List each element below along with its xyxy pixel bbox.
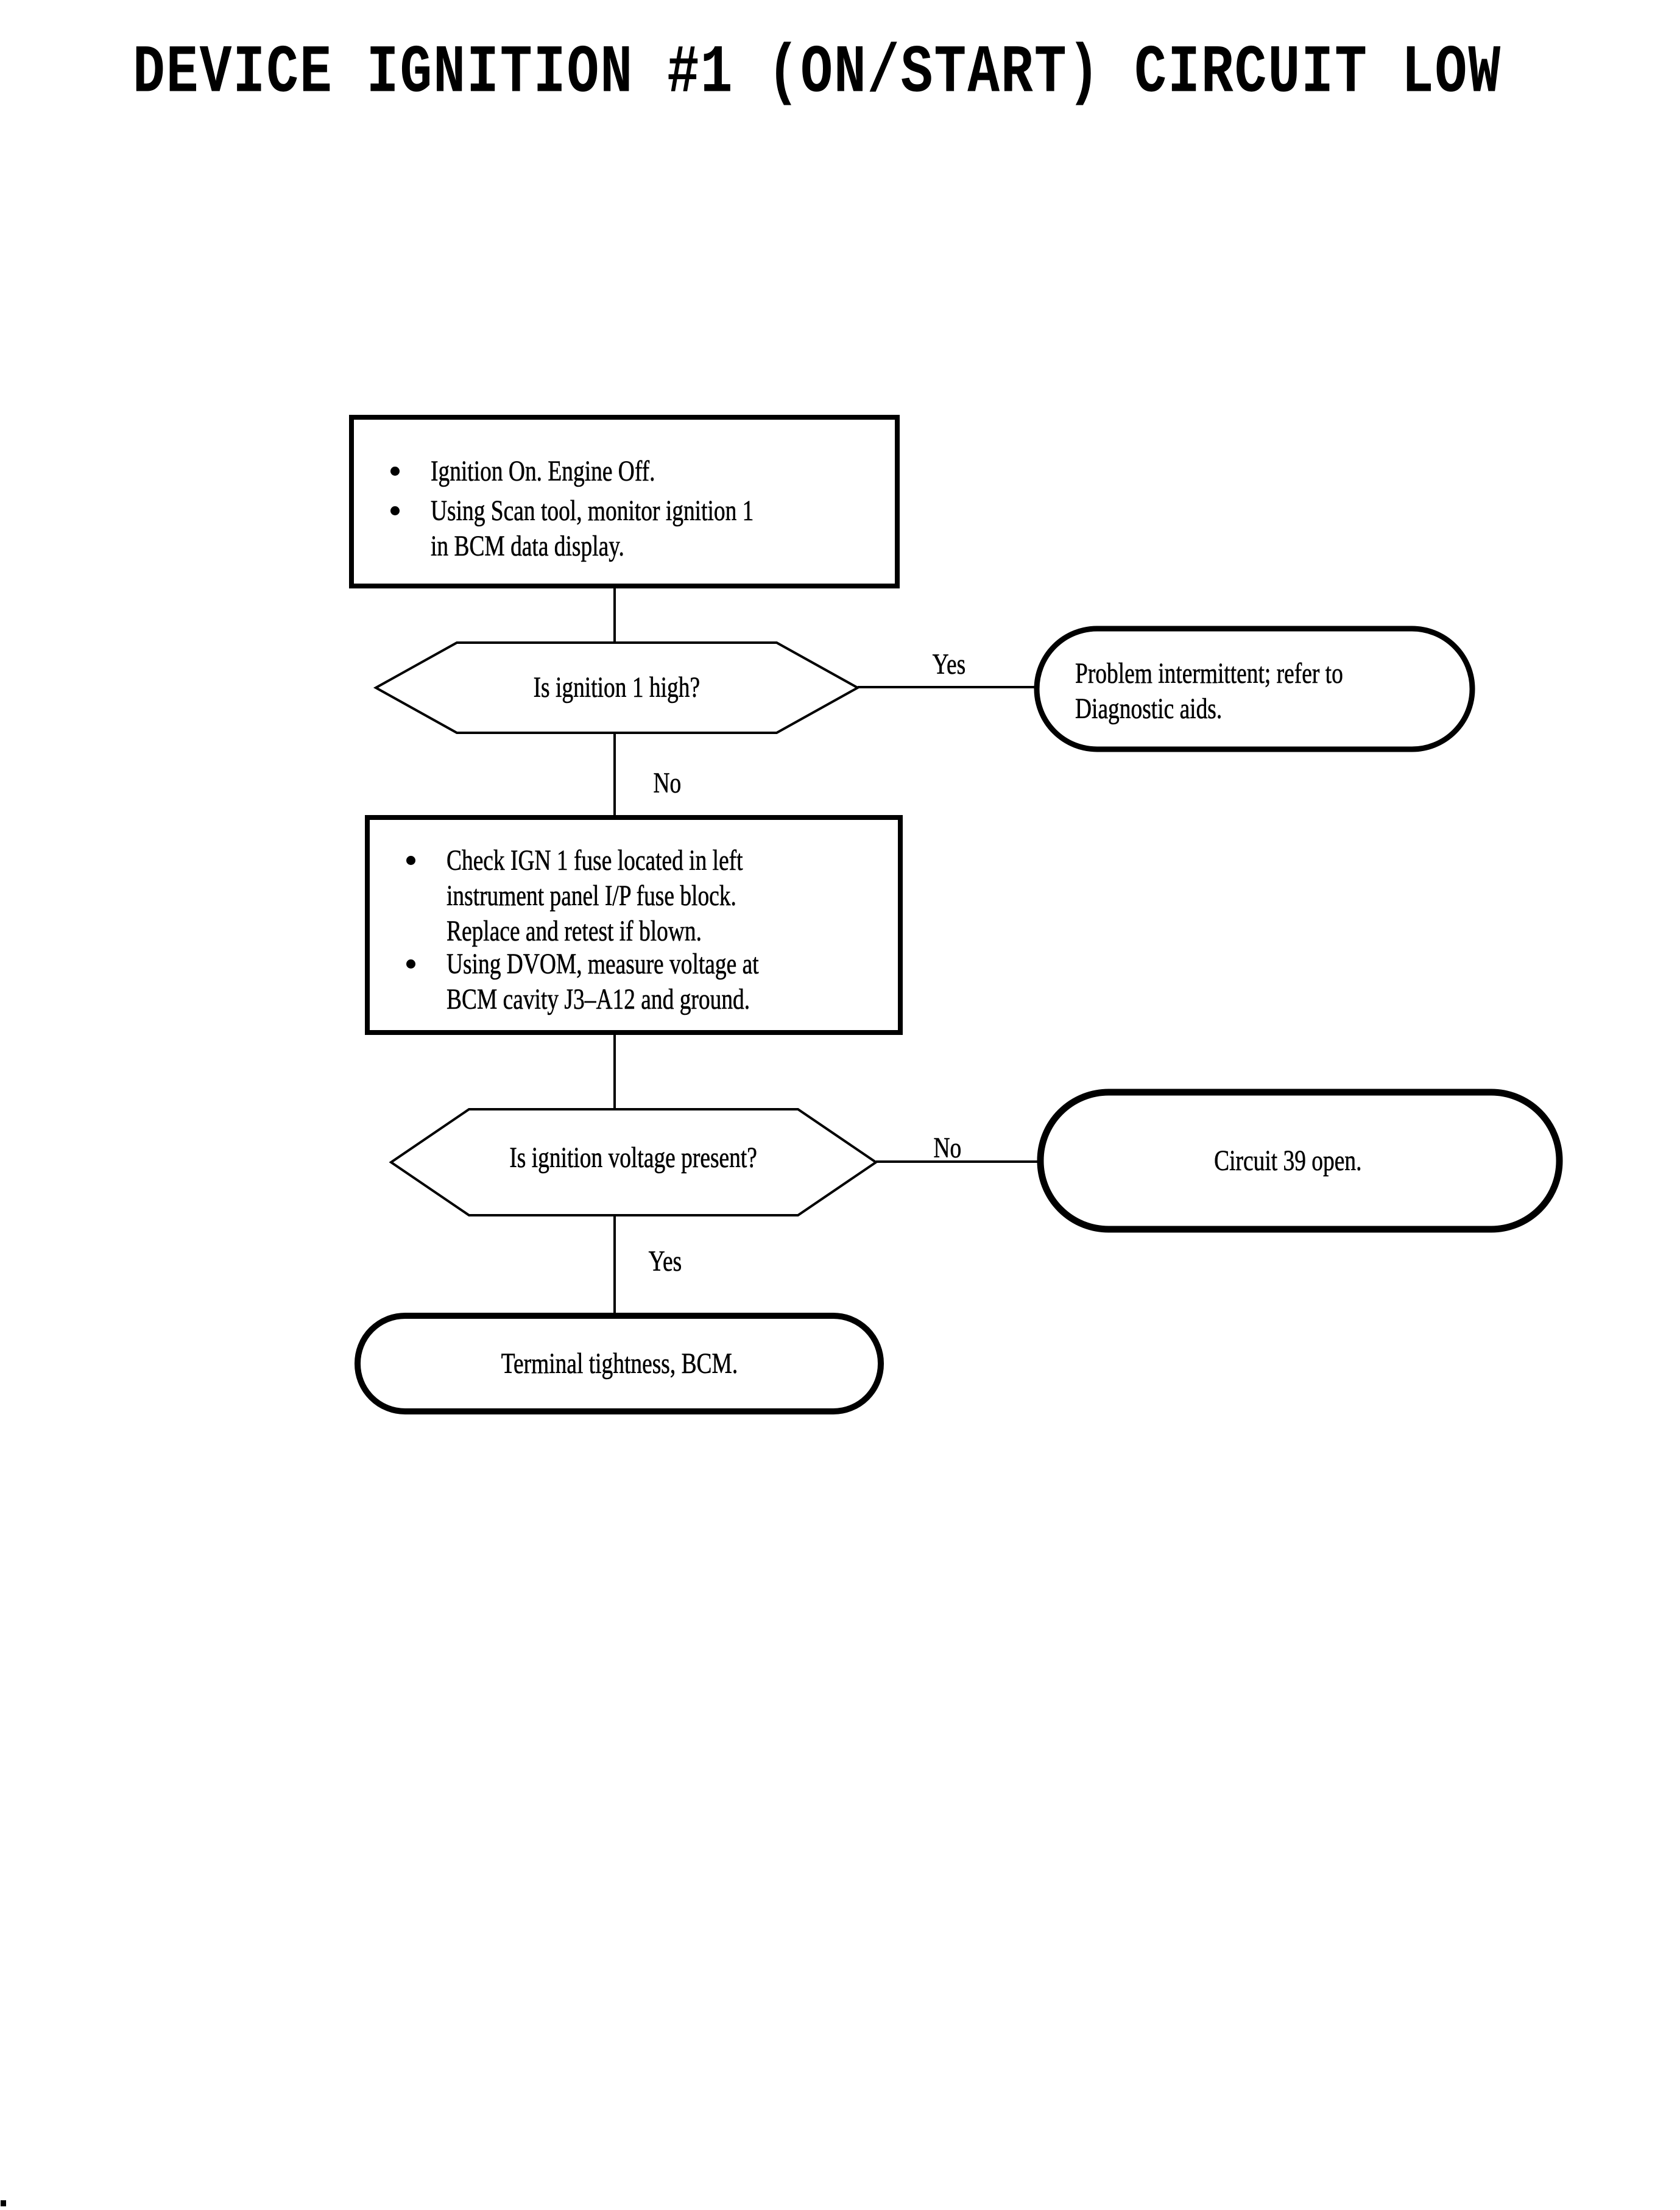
bullet-icon (406, 959, 415, 969)
decision1-question: Is ignition 1 high? (533, 671, 701, 704)
step2-item-1-line: Check IGN 1 fuse located in left (446, 844, 743, 877)
outcome-intermittent-text: Problem intermittent; refer to Diagnosti… (1075, 657, 1343, 725)
decision2-no-label: No (933, 1132, 962, 1165)
decision1-question-box: Is ignition 1 high? (376, 643, 858, 733)
decision1-yes-label: Yes (932, 648, 966, 681)
page-title: DEVICE IGNITION #1 (ON/START) CIRCUIT LO… (133, 35, 1502, 112)
step1-item-2-line: in BCM data display. (431, 530, 624, 563)
step1-item-2-line: Using Scan tool, monitor ignition 1 (431, 495, 754, 528)
scan-artifact-dot (1, 2200, 6, 2206)
decision1-no-label: No (653, 767, 681, 800)
step2-item-1-line: Replace and retest if blown. (446, 915, 702, 948)
step2-item-1: Check IGN 1 fuse located in left instrum… (406, 843, 827, 949)
decision2-question: Is ignition voltage present? (509, 1142, 758, 1174)
decision2-question-box: Is ignition voltage present? (391, 1109, 876, 1215)
terminal-text: Terminal tightness, BCM. (501, 1347, 738, 1380)
decision2-hexagon (389, 1108, 878, 1216)
decision2-yes-label: Yes (648, 1245, 682, 1278)
outcome-intermittent-stadium (1034, 626, 1475, 752)
decision1-hexagon (373, 641, 861, 734)
outcome-circuit-open-stadium (1037, 1089, 1563, 1233)
step2-item-1-line: instrument panel I/P fuse block. (446, 880, 736, 913)
terminal-stadium (355, 1313, 884, 1414)
bullet-icon (390, 506, 400, 515)
step2-item-2-line: Using DVOM, measure voltage at (446, 948, 759, 981)
outcome-circuit-open-text: Circuit 39 open. (1213, 1144, 1362, 1177)
step1-item-1: Ignition On. Engine Off. (390, 454, 718, 489)
step1-item-1-line: Ignition On. Engine Off. (431, 455, 655, 488)
step2-item-2-line: BCM cavity J3–A12 and ground. (446, 983, 750, 1016)
step2-box (365, 815, 903, 1035)
step1-item-2: Using Scan tool, monitor ignition 1 in B… (390, 493, 845, 564)
step1-box (349, 415, 900, 588)
bullet-icon (406, 856, 415, 865)
bullet-icon (390, 467, 400, 476)
step2-item-2: Using DVOM, measure voltage at BCM cavit… (406, 947, 847, 1017)
